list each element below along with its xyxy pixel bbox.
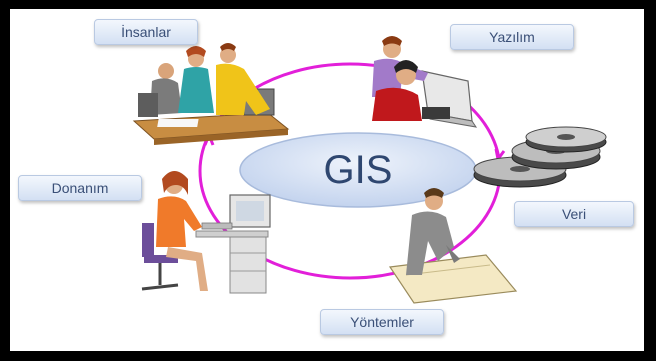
disk-stack-icon [473,126,607,188]
analyst-drawing-icon [388,188,518,304]
component-label-veri: Veri [514,201,634,227]
software-users-icon [372,36,478,128]
component-label-insanlar: İnsanlar [94,19,198,45]
people-meeting-icon [132,43,290,145]
component-label-yazilim: Yazılım [450,24,574,50]
computer-operator-icon [141,171,271,294]
diagram-canvas: GIS İnsanlar Yazılım Donanım Veri Yöntem… [10,9,644,351]
diagram-artwork [132,36,607,304]
component-label-donanim: Donanım [18,175,142,201]
component-label-yontemler: Yöntemler [320,309,444,335]
center-label: GIS [323,147,393,192]
